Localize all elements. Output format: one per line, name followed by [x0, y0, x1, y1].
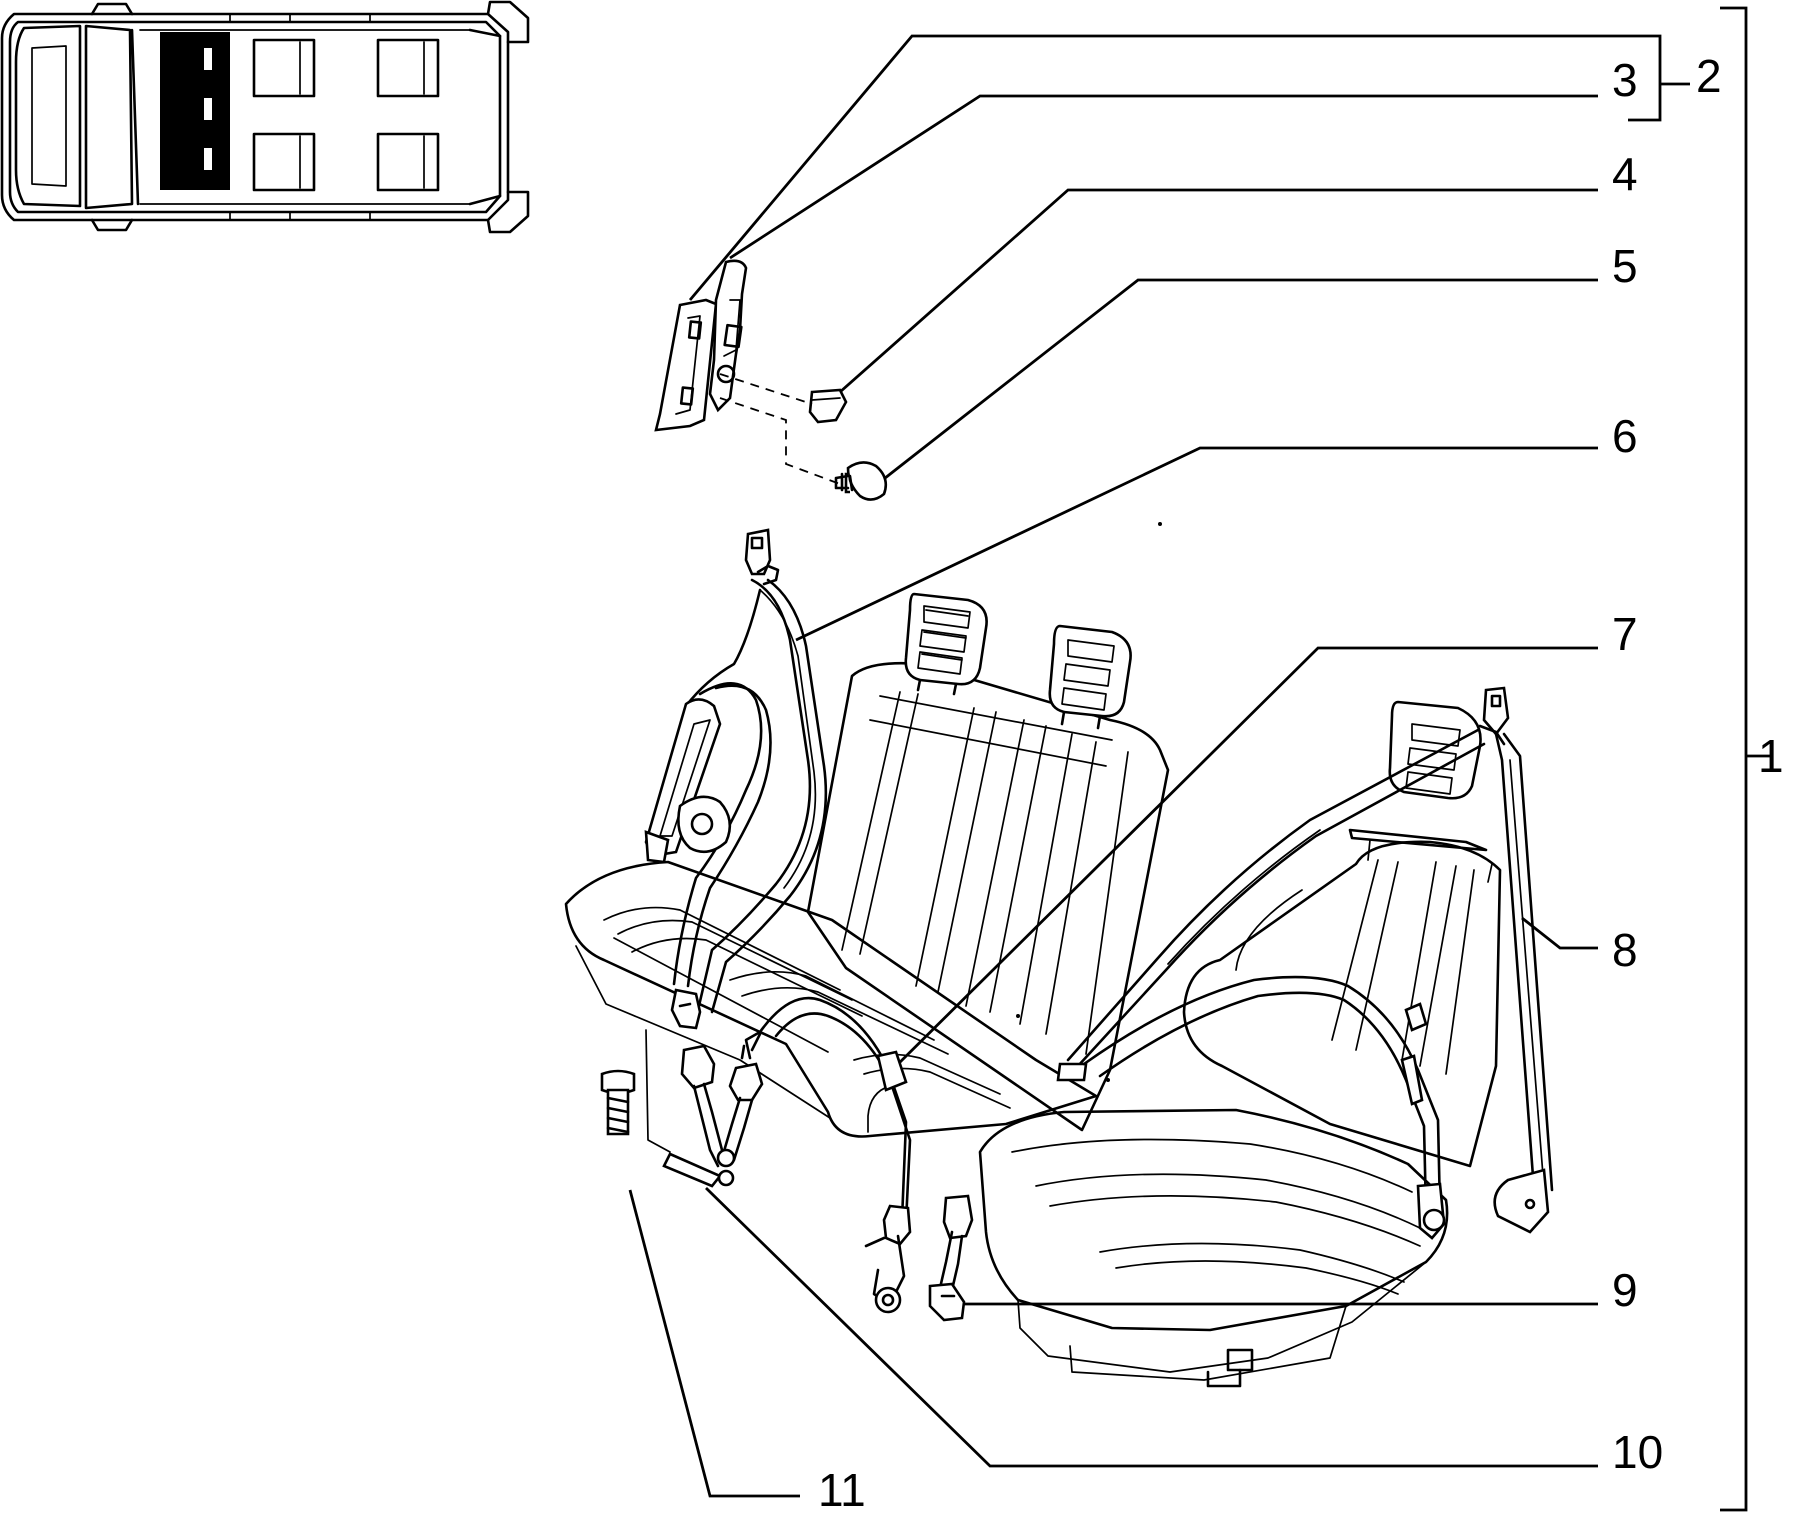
anchor-bolt-part-5 — [834, 461, 888, 501]
callout-7: 7 — [1612, 608, 1638, 660]
retractor-bracket-part-2 — [654, 298, 718, 432]
callout-2: 2 — [1696, 50, 1722, 102]
highlighted-seat-row — [160, 32, 230, 190]
vehicle-location-view — [0, 0, 530, 234]
floor-anchor-bolt-part-11 — [600, 1069, 636, 1136]
callout-5: 5 — [1612, 240, 1638, 292]
center-buckle-set-part-10 — [680, 1032, 764, 1168]
lap-belt-part-7 — [744, 996, 912, 1314]
callout-6: 6 — [1612, 410, 1638, 462]
rear-bench-seat — [564, 592, 1170, 1188]
assembly-brackets — [1628, 6, 1770, 1512]
callout-10: 10 — [1612, 1426, 1663, 1478]
callout-4: 4 — [1612, 148, 1638, 200]
front-seat-belt-part-8 — [1056, 686, 1554, 1240]
callout-11: 11 — [818, 1464, 866, 1516]
callout-labels: 1 2 3 4 5 6 7 8 9 10 11 — [818, 50, 1784, 1516]
callout-8: 8 — [1612, 924, 1638, 976]
retractor-tongue-part-3 — [708, 259, 748, 413]
pivot-washer-part-4 — [808, 388, 848, 424]
callout-1: 1 — [1758, 730, 1784, 782]
front-buckle-part-9 — [928, 1194, 974, 1322]
leader-lines — [628, 34, 1628, 1498]
assembly-dashed-guides — [716, 364, 841, 485]
three-point-belt-part-6 — [644, 528, 828, 1030]
specks — [1016, 522, 1162, 1082]
callout-9: 9 — [1612, 1264, 1638, 1316]
callout-3: 3 — [1612, 54, 1638, 106]
front-passenger-seat — [978, 700, 1502, 1388]
